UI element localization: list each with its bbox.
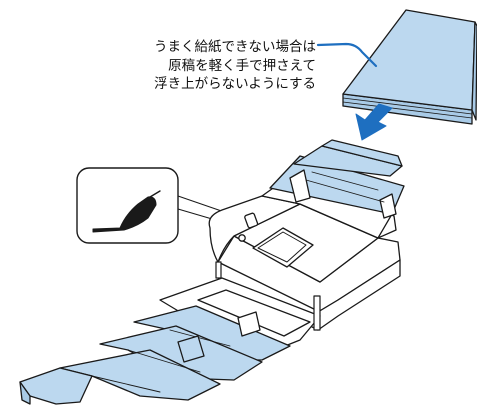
arrow-down-icon xyxy=(355,103,393,141)
instruction-line-1: うまく給紙できない場合は xyxy=(154,39,316,55)
instruction-line-2: 原稿を軽く手で押さえて xyxy=(168,57,316,74)
instruction-line-3: 浮き上がらないようにする xyxy=(154,76,316,92)
instruction-text: うまく給紙できない場合は 原稿を軽く手で押さえて 浮き上がらないようにする xyxy=(106,38,316,94)
paper-stack-icon xyxy=(342,9,477,125)
hand-press-callout xyxy=(76,167,237,244)
scanner-feet xyxy=(215,261,321,331)
input-tray xyxy=(261,139,405,239)
leader-line xyxy=(316,42,378,68)
output-tray xyxy=(19,277,321,405)
